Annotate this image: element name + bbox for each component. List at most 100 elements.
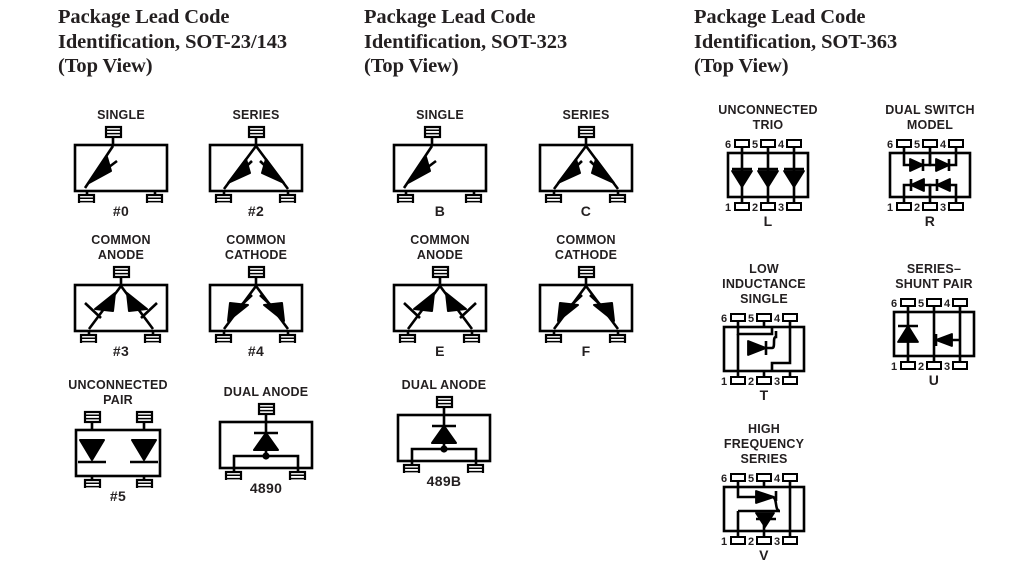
pin-label-4: 4: [944, 298, 951, 310]
pin-label-6: 6: [721, 473, 727, 485]
pin-label-1: 1: [887, 202, 893, 213]
pin-label-4: 4: [778, 139, 785, 151]
part-caption: COMMON CATHODE: [224, 233, 288, 262]
part-cell-single-0: SINGLE #0: [55, 108, 187, 219]
part-caption: SINGLE: [97, 108, 145, 122]
package-diagram-dual-switch-r: 6 5 4 1 2 3: [887, 139, 972, 213]
part-caption: LOW INDUCTANCE SINGLE: [722, 262, 806, 306]
pin-label-3: 3: [774, 536, 780, 547]
package-diagram-common-anode-3: [73, 265, 169, 343]
part-cell-unconnected-pair-5: UNCONNECTED PAIR: [48, 378, 188, 504]
column-sot-323: Package Lead Code Identification, SOT-32…: [350, 0, 680, 581]
pin-label-3: 3: [940, 202, 946, 213]
part-caption: COMMON ANODE: [91, 233, 151, 262]
lead-code: T: [759, 387, 769, 403]
package-diagram-dual-anode-4890: [218, 402, 314, 480]
part-cell-common-cathode-4: COMMON CATHODE #4: [190, 233, 322, 359]
column-sot-363: Package Lead Code Identification, SOT-36…: [680, 0, 1028, 581]
title-line-1: Package Lead Code: [694, 6, 866, 28]
junction-dot: [262, 452, 270, 460]
pin-label-1: 1: [721, 376, 727, 387]
part-caption: COMMON ANODE: [410, 233, 470, 262]
package-diagram-common-anode-e: [392, 265, 488, 343]
title-line-1: Package Lead Code: [58, 6, 230, 28]
pin-label-3: 3: [778, 202, 784, 213]
part-caption: HIGH FREQUENCY SERIES: [723, 422, 805, 466]
package-diagram-single-0: [73, 125, 169, 203]
lead-code: 489B: [426, 473, 462, 489]
package-diagram-low-inductance-t: 6 5 4 1 2 3: [721, 313, 806, 387]
pin-label-3: 3: [774, 376, 780, 387]
pin-label-2: 2: [752, 202, 758, 213]
lead-code: #3: [112, 343, 130, 359]
lead-code: E: [435, 343, 445, 359]
package-diagram-series-c: [538, 125, 634, 203]
part-caption: COMMON CATHODE: [554, 233, 618, 262]
package-diagram-series-2: [208, 125, 304, 203]
column-title-sot-323: Package Lead Code Identification, SOT-32…: [364, 5, 644, 79]
lead-code: #5: [109, 488, 127, 504]
lead-code: #0: [112, 203, 130, 219]
pin-label-5: 5: [748, 473, 754, 485]
title-line-3: (Top View): [58, 55, 153, 77]
package-diagram-unconnected-pair-5: [74, 410, 162, 488]
lead-code: R: [924, 213, 936, 229]
pin-label-6: 6: [891, 298, 897, 310]
pin-label-5: 5: [748, 313, 754, 325]
lead-code: #2: [247, 203, 265, 219]
part-cell-common-anode-3: COMMON ANODE #3: [55, 233, 187, 359]
package-diagram-series-shunt-u: 6 5 4 1 2 3: [891, 298, 976, 372]
part-cell-single-b: SINGLE B: [374, 108, 506, 219]
package-diagram-common-cathode-4: [208, 265, 304, 343]
lead-code: L: [763, 213, 773, 229]
part-cell-series-c: SERIES C: [520, 108, 652, 219]
lead-code: B: [434, 203, 446, 219]
pin-label-2: 2: [748, 536, 754, 547]
part-cell-low-inductance-t: LOW INDUCTANCE SINGLE: [690, 262, 838, 403]
title-line-3: (Top View): [694, 55, 789, 77]
pin-label-4: 4: [940, 139, 947, 151]
package-diagram-trio-l: 6 5 4 1 2 3: [725, 139, 810, 213]
part-cell-dual-switch-r: DUAL SWITCH MODEL: [856, 103, 1004, 229]
package-diagram-common-cathode-f: [538, 265, 634, 343]
pin-label-5: 5: [752, 139, 758, 151]
part-cell-series-shunt-u: SERIES– SHUNT PAIR: [860, 262, 1008, 388]
lead-code: U: [928, 372, 940, 388]
lead-code: F: [581, 343, 591, 359]
pin-label-2: 2: [918, 361, 924, 372]
pin-label-5: 5: [918, 298, 924, 310]
pin-label-6: 6: [721, 313, 727, 325]
part-caption: SERIES– SHUNT PAIR: [895, 262, 973, 291]
part-cell-trio-l: UNCONNECTED TRIO 6: [694, 103, 842, 229]
lead-code: 4890: [249, 480, 283, 496]
pin-label-5: 5: [914, 139, 920, 151]
title-line-3: (Top View): [364, 55, 459, 77]
lead-code: V: [759, 547, 769, 563]
package-diagram-dual-anode-489b: [396, 395, 492, 473]
part-cell-common-cathode-f: COMMON CATHODE F: [520, 233, 652, 359]
part-cell-dual-anode-4890: DUAL ANODE: [196, 385, 336, 496]
pin-label-3: 3: [944, 361, 950, 372]
part-caption: DUAL ANODE: [401, 378, 487, 392]
part-cell-dual-anode-489b: DUAL ANODE: [374, 378, 514, 489]
pin-label-2: 2: [914, 202, 920, 213]
column-title-sot-23-143: Package Lead Code Identification, SOT-23…: [58, 5, 343, 79]
part-caption: DUAL SWITCH MODEL: [885, 103, 975, 132]
pin-label-6: 6: [887, 139, 893, 151]
part-caption: UNCONNECTED PAIR: [68, 378, 168, 407]
part-caption: SERIES: [232, 108, 280, 122]
pin-label-2: 2: [748, 376, 754, 387]
lead-code: C: [580, 203, 592, 219]
part-cell-common-anode-e: COMMON ANODE E: [374, 233, 506, 359]
part-caption: DUAL ANODE: [223, 385, 309, 399]
title-line-2: Identification, SOT-323: [364, 30, 568, 53]
pin-label-1: 1: [721, 536, 727, 547]
pin-label-4: 4: [774, 473, 781, 485]
part-caption: SERIES: [562, 108, 610, 122]
pin-label-1: 1: [725, 202, 731, 213]
package-diagram-hf-series-v: 6 5 4 1 2 3: [721, 473, 806, 547]
title-line-2: Identification, SOT-23/143: [58, 30, 288, 53]
pin-label-4: 4: [774, 313, 781, 325]
title-line-2: Identification, SOT-363: [694, 30, 898, 53]
column-sot-23-143: Package Lead Code Identification, SOT-23…: [0, 0, 350, 581]
